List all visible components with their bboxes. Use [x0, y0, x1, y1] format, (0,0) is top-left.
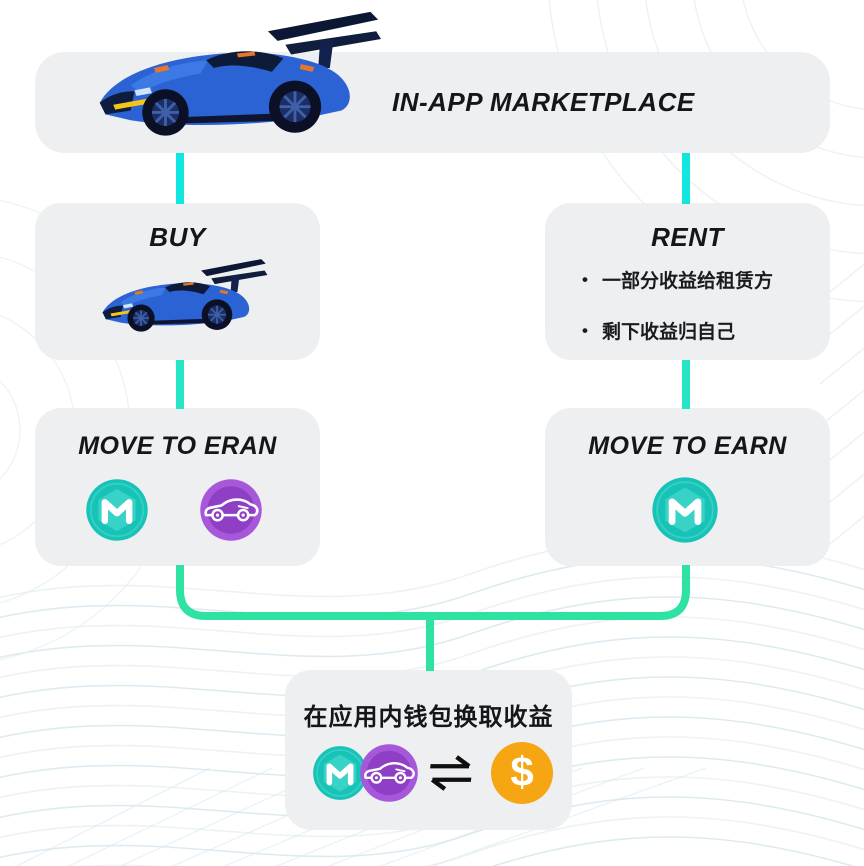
buy-car-image — [98, 258, 268, 343]
dollar-symbol: $ — [510, 748, 534, 795]
marketplace-title: IN-APP MARKETPLACE — [392, 87, 695, 117]
rent-title: RENT — [651, 222, 724, 252]
dollar-coin-icon: $ — [491, 742, 553, 804]
m-coin-icon — [85, 478, 149, 542]
car-coin-icon — [359, 743, 419, 803]
rent-bullet-2: • 剩下收益归自己 — [582, 317, 773, 344]
car-coin-icon — [199, 478, 263, 542]
exchange-arrows-icon — [425, 751, 479, 795]
move-to-earn-title: MOVE TO EARN — [588, 432, 787, 460]
buy-panel — [35, 203, 320, 360]
move-to-eran-title: MOVE TO ERAN — [78, 432, 277, 460]
move-to-eran-panel — [35, 408, 320, 566]
wallet-title: 在应用内钱包换取收益 — [303, 704, 554, 731]
buy-title: BUY — [149, 222, 206, 252]
bullet-dot-icon: • — [582, 270, 588, 289]
connector-bracket — [176, 565, 690, 620]
rent-bullet-list: • 一部分收益给租赁方 • 剩下收益归自己 — [582, 266, 773, 344]
bullet-dot-icon: • — [582, 321, 588, 340]
rent-panel — [545, 203, 830, 360]
rent-bullet-2-text: 剩下收益归自己 — [601, 322, 735, 343]
rent-bullet-1-text: 一部分收益给租赁方 — [601, 271, 773, 292]
race-car-image — [92, 10, 382, 155]
rent-bullet-1: • 一部分收益给租赁方 — [582, 266, 773, 293]
m-coin-icon — [651, 476, 719, 544]
